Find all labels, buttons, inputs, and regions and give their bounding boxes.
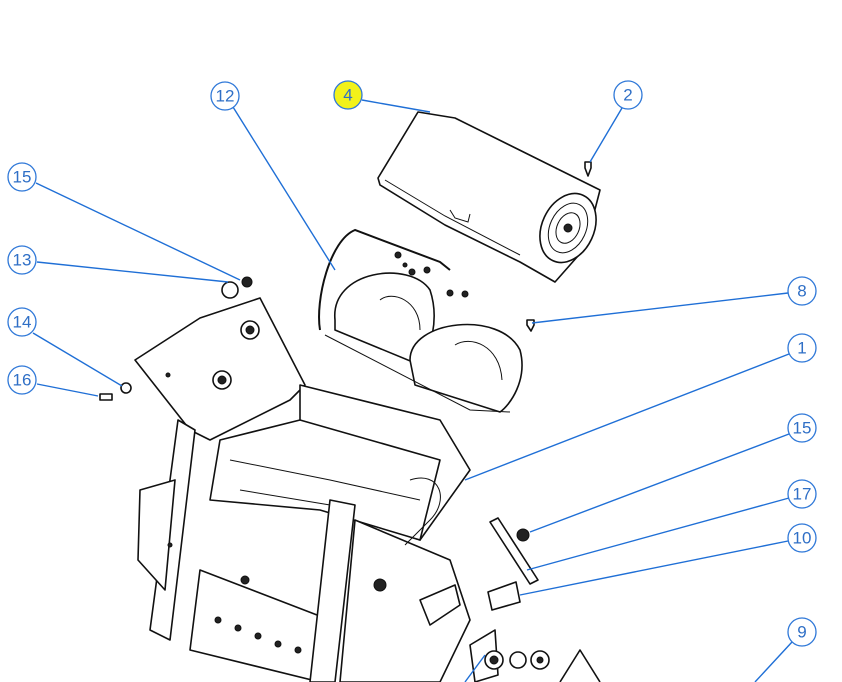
main-frame-part xyxy=(134,297,471,682)
filter-bracket-part xyxy=(318,228,523,413)
svg-text:10: 10 xyxy=(793,529,812,548)
callout-9[interactable]: 9 xyxy=(787,617,817,647)
callout-15-top[interactable]: 15 xyxy=(7,162,37,192)
svg-text:9: 9 xyxy=(797,623,806,642)
nut-part xyxy=(516,528,530,542)
svg-text:15: 15 xyxy=(793,419,812,438)
callout-15-right[interactable]: 15 xyxy=(787,413,817,443)
svg-text:15: 15 xyxy=(13,168,32,187)
callout-1[interactable]: 1 xyxy=(787,333,817,363)
callout-2[interactable]: 2 xyxy=(613,80,643,110)
callout-17[interactable]: 17 xyxy=(787,479,817,509)
parts-drawing xyxy=(99,111,601,682)
svg-text:4: 4 xyxy=(343,86,352,105)
leader-lines xyxy=(32,99,793,682)
callout-8[interactable]: 8 xyxy=(787,276,817,306)
svg-text:13: 13 xyxy=(13,251,32,270)
svg-text:2: 2 xyxy=(623,86,632,105)
svg-text:16: 16 xyxy=(13,371,32,390)
svg-text:12: 12 xyxy=(216,87,235,106)
callout-12[interactable]: 12 xyxy=(210,81,240,111)
svg-text:1: 1 xyxy=(797,339,806,358)
svg-text:17: 17 xyxy=(793,485,812,504)
svg-text:8: 8 xyxy=(797,282,806,301)
pin-part xyxy=(489,517,539,585)
bearing-hardware xyxy=(469,629,601,682)
svg-text:14: 14 xyxy=(13,313,32,332)
fan-cover-part xyxy=(377,111,601,283)
screw-part xyxy=(526,319,535,332)
screw-part xyxy=(584,161,592,177)
callout-10[interactable]: 10 xyxy=(787,523,817,553)
callout-4[interactable]: 4 xyxy=(333,80,363,110)
label-plate-part xyxy=(487,581,521,611)
washer-nut-hardware xyxy=(99,276,253,401)
callout-14[interactable]: 14 xyxy=(7,307,37,337)
callout-13[interactable]: 13 xyxy=(7,245,37,275)
callout-16[interactable]: 16 xyxy=(7,365,37,395)
